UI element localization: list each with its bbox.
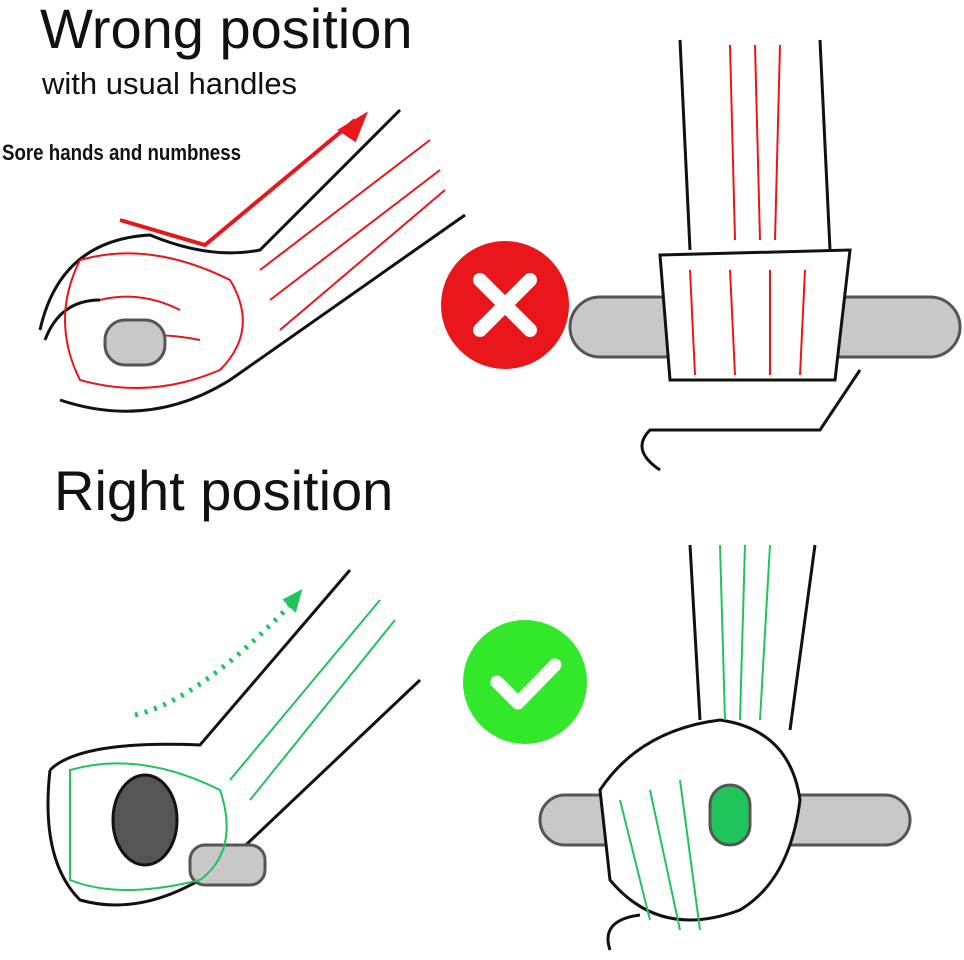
sore-hands-annotation: Sore hands and numbness xyxy=(2,140,241,165)
check-mark-icon xyxy=(463,620,587,744)
x-mark-icon xyxy=(441,241,569,369)
wrong-side-hand-illustration xyxy=(38,108,466,413)
wrong-position-title: Wrong position xyxy=(40,0,413,60)
right-position-title: Right position xyxy=(54,459,394,522)
wrong-top-hand-illustration xyxy=(568,39,962,472)
right-side-hand-illustration xyxy=(46,569,422,907)
wrong-position-subtitle: with usual handles xyxy=(42,66,298,101)
right-top-hand-illustration xyxy=(538,544,912,951)
